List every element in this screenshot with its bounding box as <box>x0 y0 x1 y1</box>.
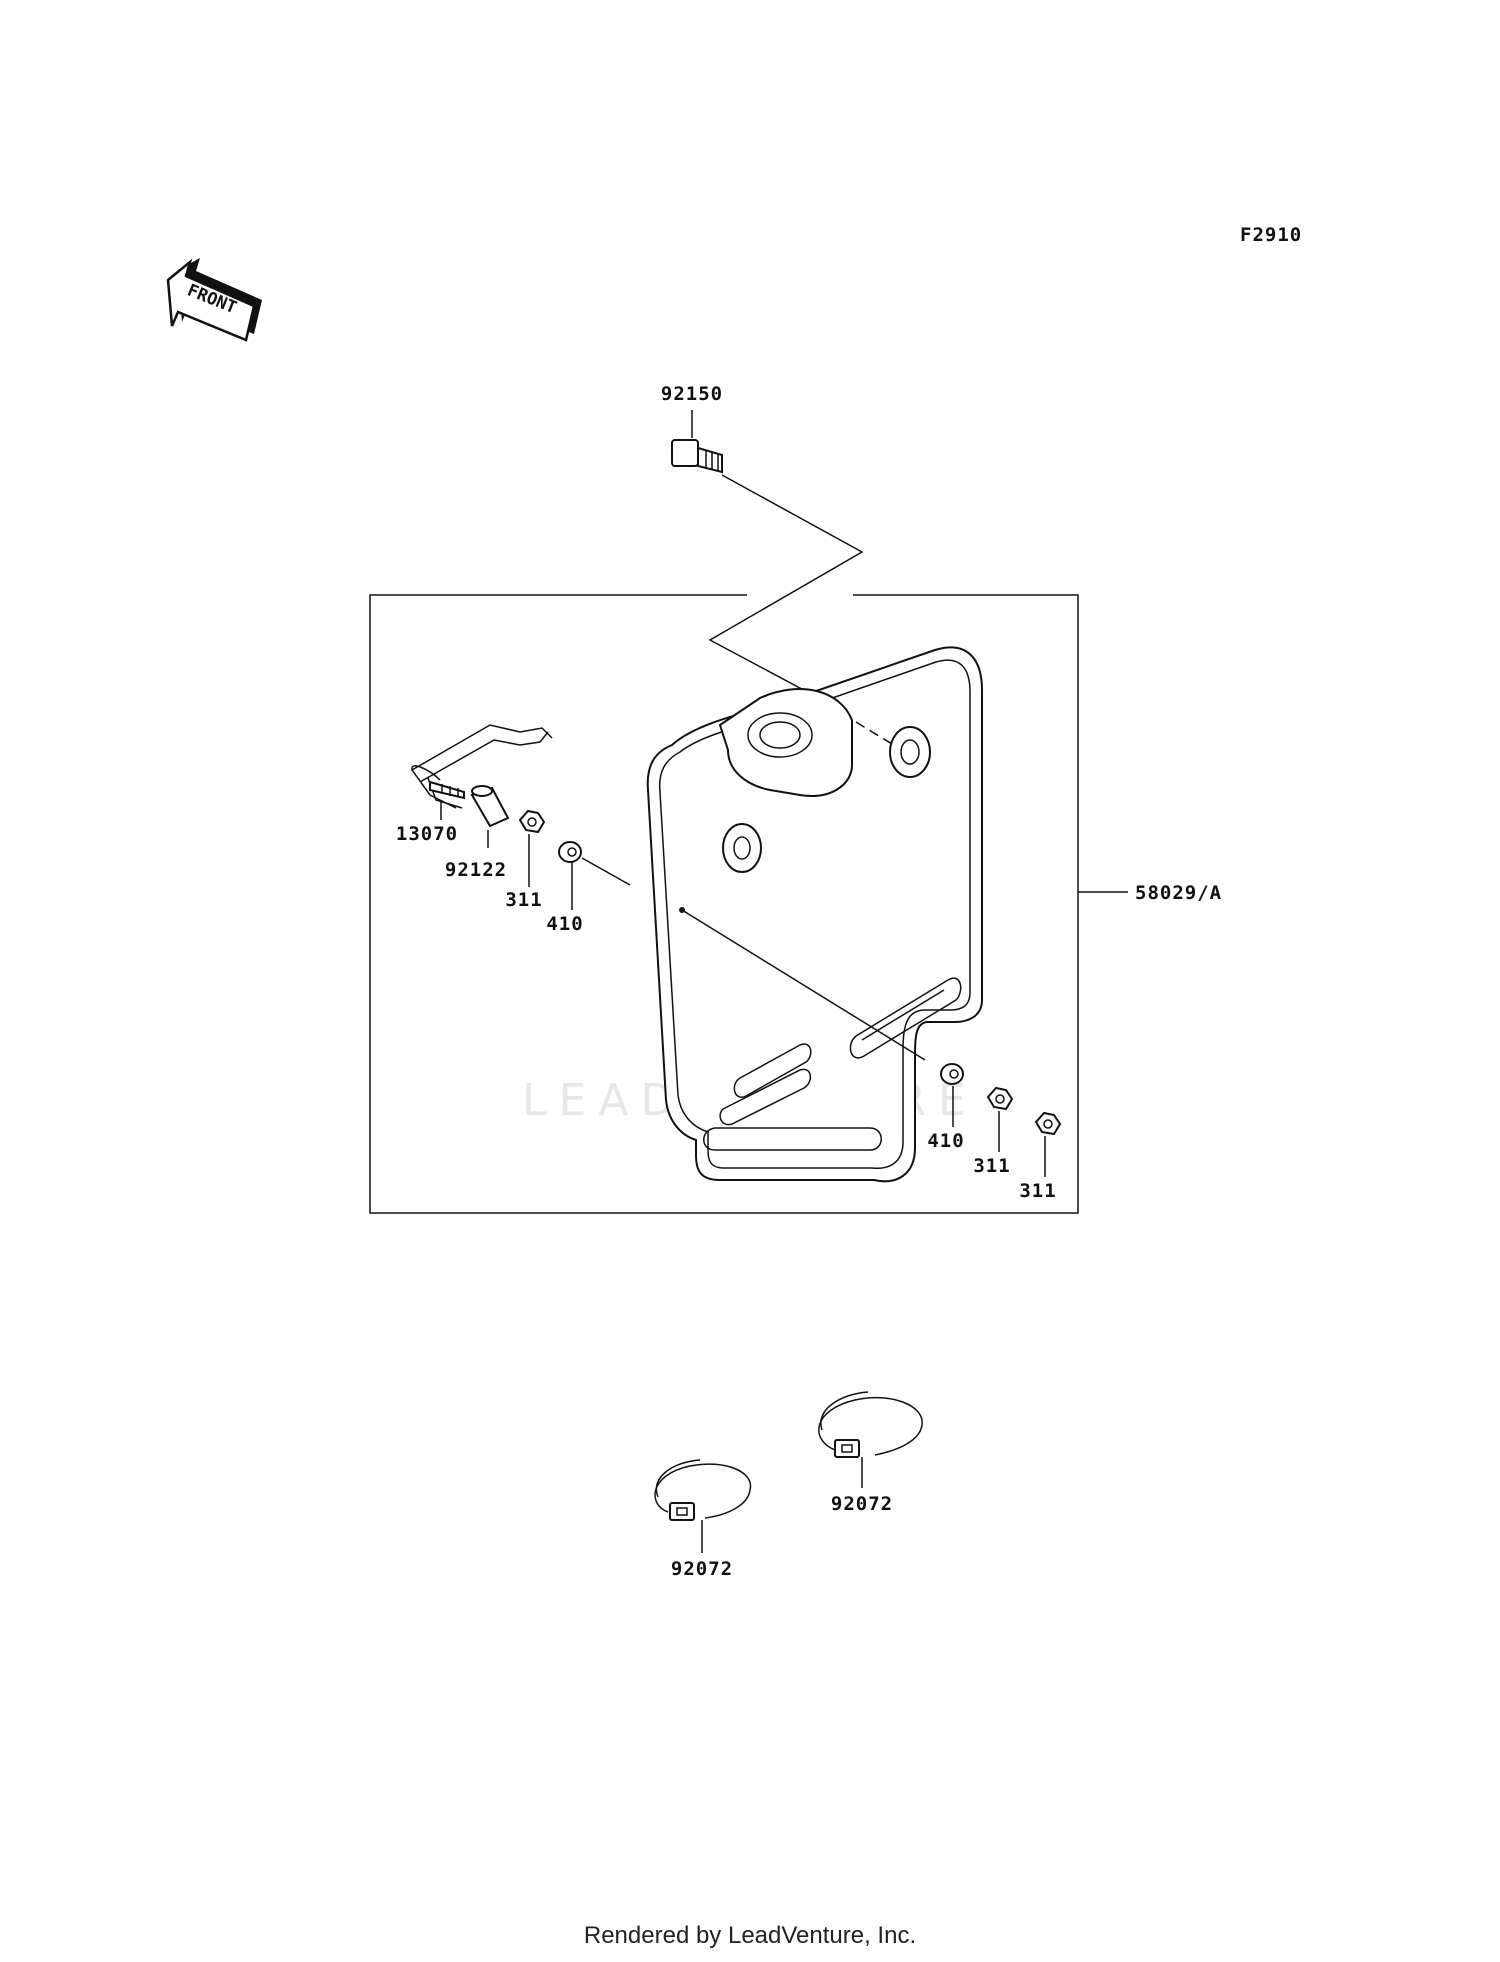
wire-bracket-13070 <box>411 724 553 809</box>
cable-band-92072-left <box>654 1459 752 1521</box>
figure-code: F2910 <box>1240 224 1302 246</box>
plate-58029a <box>646 646 983 1183</box>
collar-92122 <box>470 785 510 828</box>
callout-410-right: 410 <box>927 1130 964 1152</box>
callout-92072-left: 92072 <box>671 1558 733 1580</box>
callout-311-right-2: 311 <box>1019 1180 1056 1202</box>
group-frame <box>369 594 1079 1214</box>
callout-92150: 92150 <box>661 383 723 405</box>
callout-13070: 13070 <box>396 823 458 845</box>
callout-92122: 92122 <box>445 859 507 881</box>
callout-311-left: 311 <box>505 889 542 911</box>
nut-311-right-1 <box>986 1086 1014 1111</box>
cable-band-92072-right <box>818 1391 923 1458</box>
nut-311-right-2 <box>1034 1111 1062 1136</box>
washer-410-left <box>558 841 582 863</box>
footer-credit: Rendered by LeadVenture, Inc. <box>583 1922 917 1949</box>
front-arrow-icon: FRONT <box>166 258 262 342</box>
nut-311-left <box>518 809 546 834</box>
leader-washer-to-plate <box>581 857 631 886</box>
callout-58029a: 58029/A <box>1135 882 1222 904</box>
washer-410-right <box>940 1063 964 1085</box>
leader-hole-to-washer <box>681 909 926 1061</box>
callout-410-left: 410 <box>546 913 583 935</box>
leader-bolt <box>708 474 864 696</box>
callout-92072-right: 92072 <box>831 1493 893 1515</box>
bolt-92150 <box>671 410 723 474</box>
callout-311-right-1: 311 <box>973 1155 1010 1177</box>
